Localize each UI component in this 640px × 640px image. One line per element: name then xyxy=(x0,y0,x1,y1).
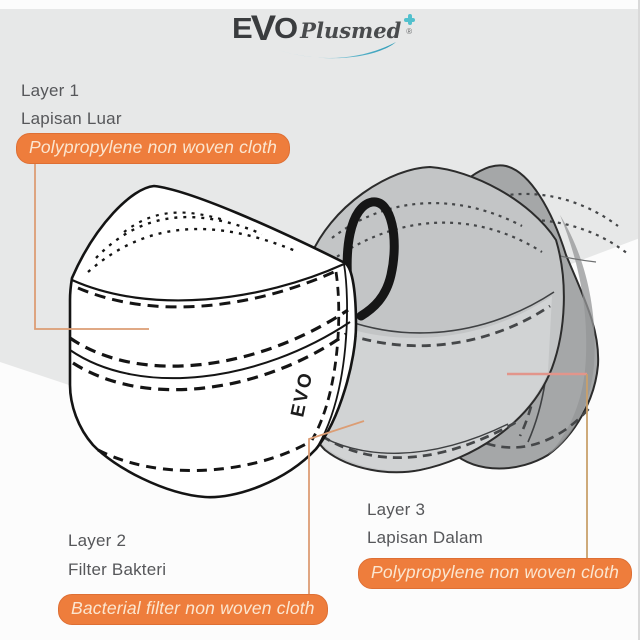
logo-evo-text: EVO xyxy=(232,9,298,49)
layer-3-title: Layer 3 xyxy=(367,500,426,519)
layer-2-subtitle: Filter Bakteri xyxy=(68,560,167,579)
logo-plusmed-text: Plusmed xyxy=(300,18,402,43)
layer-1-material-badge: Polypropylene non woven cloth xyxy=(16,133,291,164)
ear-loop xyxy=(342,197,399,321)
layer-3-material-badge: Polypropylene non woven cloth xyxy=(358,558,633,589)
layer-1-subtitle: Lapisan Luar xyxy=(21,109,122,128)
layer-2-title: Layer 2 xyxy=(68,531,127,550)
layer-1-title: Layer 1 xyxy=(21,81,80,100)
connector-layer-2 xyxy=(308,420,365,594)
logo-mark: ® xyxy=(403,14,417,40)
connector-layer-1 xyxy=(34,163,149,330)
layer-3-subtitle: Lapisan Dalam xyxy=(367,528,483,547)
mask-layer-1-outer: EVO xyxy=(68,184,358,499)
logo-swoosh xyxy=(278,42,396,59)
registered-trademark: ® xyxy=(406,27,413,36)
mask-layer-2-filter xyxy=(298,165,565,474)
plus-icon xyxy=(404,14,416,25)
layer-2-material-badge: Bacterial filter non woven cloth xyxy=(58,594,328,625)
evo-plusmed-logo: EVO Plusmed ® xyxy=(232,9,417,49)
